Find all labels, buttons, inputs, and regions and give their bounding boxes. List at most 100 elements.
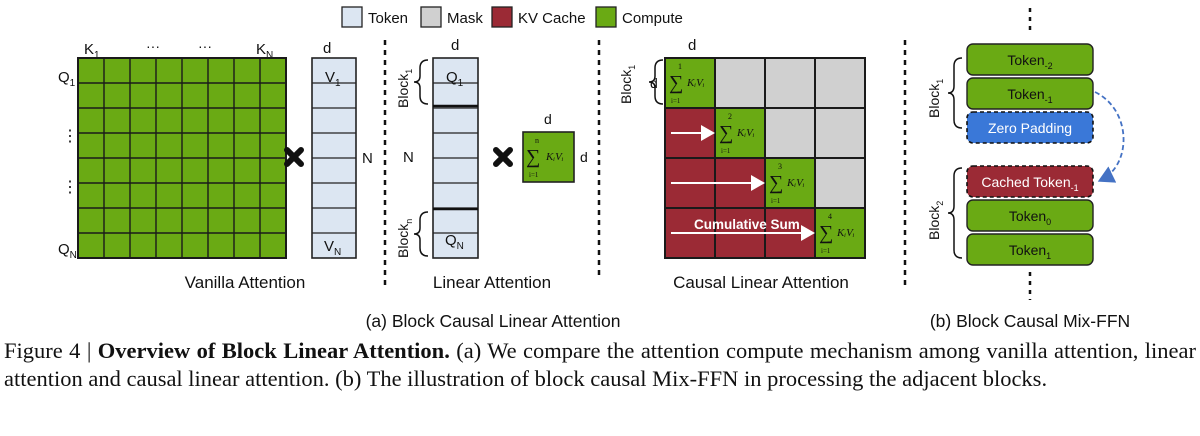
svg-text:1: 1 (678, 62, 682, 71)
svg-text:Token1: Token1 (1009, 242, 1051, 261)
linear-block1-brace (413, 59, 429, 105)
svg-text:KᵢVᵢ: KᵢVᵢ (686, 77, 705, 89)
legend-kv-label: KV Cache (518, 10, 586, 27)
svg-text:Token-2: Token-2 (1007, 52, 1052, 71)
mask-cell (714, 57, 766, 109)
figure-caption: Figure 4 | Overview of Block Linear Atte… (4, 337, 1196, 393)
svg-text:i=1: i=1 (671, 97, 681, 105)
vanilla-qn-label: QN (58, 241, 77, 261)
cumulative-kv-sum: 1∑KᵢVᵢ i=1 (669, 62, 705, 105)
token-box: Token-1 (966, 77, 1094, 110)
attention-matrix (77, 57, 287, 259)
subcaption-b: (b) Block Causal Mix-FFN (930, 311, 1130, 331)
cumulative-kv-sum: 2∑KᵢVᵢ i=1 (719, 112, 755, 155)
causal-block1-brace (648, 59, 664, 105)
svg-text:2: 2 (728, 112, 732, 121)
svg-text:3: 3 (778, 162, 782, 171)
linear-kv-d-right: d (580, 149, 588, 165)
causal-d-left: d (650, 75, 658, 91)
ffn-block1-label: Block1 (926, 79, 945, 118)
token-box: Token1 (966, 233, 1094, 266)
svg-text:KᵢVᵢ: KᵢVᵢ (786, 177, 805, 189)
subcaption-a: (a) Block Causal Linear Attention (366, 311, 621, 331)
linear-blockn-brace (413, 211, 429, 257)
vanilla-n-label: N (362, 150, 373, 167)
causal-linear-attention: d Block1 d 1∑KᵢVᵢi=12∑KᵢVᵢi=13∑KᵢVᵢi=14∑… (618, 37, 866, 292)
svg-text:Token0: Token0 (1009, 208, 1051, 227)
svg-text:i=1: i=1 (529, 171, 539, 179)
vanilla-kn-label: KN (256, 41, 273, 61)
causal-title: Causal Linear Attention (673, 273, 849, 292)
svg-text:n: n (535, 136, 539, 145)
linear-kv-d-top: d (544, 111, 552, 127)
legend: Token Mask KV Cache Compute (341, 6, 683, 28)
compute-cell (814, 207, 866, 259)
query-column (432, 57, 479, 259)
svg-text:∑: ∑ (669, 72, 683, 94)
caption-prefix: Figure 4 | (4, 338, 98, 363)
cache-arrow (1094, 91, 1125, 183)
caption-title: Overview of Block Linear Attention. (97, 338, 450, 363)
mask-cell (764, 57, 816, 109)
linear-blockn-label: Blockn (395, 219, 414, 258)
cumulative-sum-label: Cumulative Sum (694, 217, 800, 232)
legend-token-swatch (341, 6, 363, 28)
linear-title: Linear Attention (433, 273, 551, 292)
svg-text:i=1: i=1 (721, 147, 731, 155)
linear-kv-sum-box: n ∑ KᵢVᵢ i=1 (522, 131, 575, 183)
svg-text:KᵢVᵢ: KᵢVᵢ (545, 151, 564, 163)
ffn-block2-label: Block2 (926, 201, 945, 240)
vanilla-left-vdots-1: ⋮ (62, 128, 78, 145)
linear-qn-label: QN (445, 232, 464, 252)
legend-compute-label: Compute (622, 10, 683, 27)
linear-d-label: d (451, 37, 459, 54)
vanilla-v-d-label: d (323, 40, 331, 57)
svg-text:i=1: i=1 (771, 197, 781, 205)
legend-kv-swatch (491, 6, 513, 28)
token-box: Token0 (966, 199, 1094, 232)
value-column (311, 57, 357, 259)
linear-attention: d Q1 QN Block1 Blockn N d n ∑ KᵢVᵢ i=1 d… (395, 37, 588, 292)
legend-mask-label: Mask (447, 10, 483, 27)
vanilla-attention: K1 ··· ··· KN Q1 ⋮ ⋮ QN d V1 VN N Vanill… (58, 38, 373, 292)
mask-cell (814, 107, 866, 159)
svg-text:i=1: i=1 (821, 247, 831, 255)
cached-token-box: Cached Token-1 (966, 165, 1094, 198)
vanilla-title: Vanilla Attention (185, 273, 306, 292)
svg-text:∑: ∑ (769, 172, 783, 194)
multiply-icon (284, 147, 304, 167)
mix-ffn: Token-2 Token-1 Zero Padding Block1 Cach… (926, 8, 1125, 300)
vanilla-left-vdots-2: ⋮ (62, 179, 78, 196)
linear-block1-label: Block1 (395, 69, 414, 108)
vanilla-q1-label: Q1 (58, 69, 76, 89)
legend-token-label: Token (368, 10, 408, 27)
linear-n-label: N (403, 149, 414, 166)
mask-cell (814, 57, 866, 109)
token-box: Token-2 (966, 43, 1094, 76)
vanilla-v1-label: V1 (325, 69, 341, 89)
svg-text:∑: ∑ (526, 146, 540, 168)
mask-cell (814, 157, 866, 209)
svg-text:Cached Token-1: Cached Token-1 (981, 174, 1078, 193)
svg-text:∑: ∑ (719, 122, 733, 144)
svg-text:4: 4 (828, 212, 832, 221)
mask-cell (764, 107, 816, 159)
svg-text:Zero Padding: Zero Padding (988, 120, 1072, 136)
svg-text:KᵢVᵢ: KᵢVᵢ (736, 127, 755, 139)
causal-block1-label: Block1 (618, 65, 637, 104)
vanilla-k1-label: K1 (84, 41, 100, 61)
svg-text:∑: ∑ (819, 222, 833, 244)
linear-q1-label: Q1 (446, 69, 464, 89)
causal-d-top: d (688, 37, 696, 54)
vanilla-top-dots-1: ··· (146, 38, 160, 54)
caption-body: (a) We compare the attention compute mec… (4, 338, 1197, 391)
zero-padding-box: Zero Padding (966, 111, 1094, 144)
ffn-block1-brace (947, 57, 963, 129)
legend-mask-swatch (420, 6, 442, 28)
svg-text:KᵢVᵢ: KᵢVᵢ (836, 227, 855, 239)
vanilla-top-dots-2: ··· (198, 38, 212, 54)
cumulative-kv-sum: 3∑KᵢVᵢ i=1 (769, 162, 805, 205)
ffn-block2-brace (947, 167, 963, 259)
vanilla-vn-label: VN (324, 238, 341, 258)
